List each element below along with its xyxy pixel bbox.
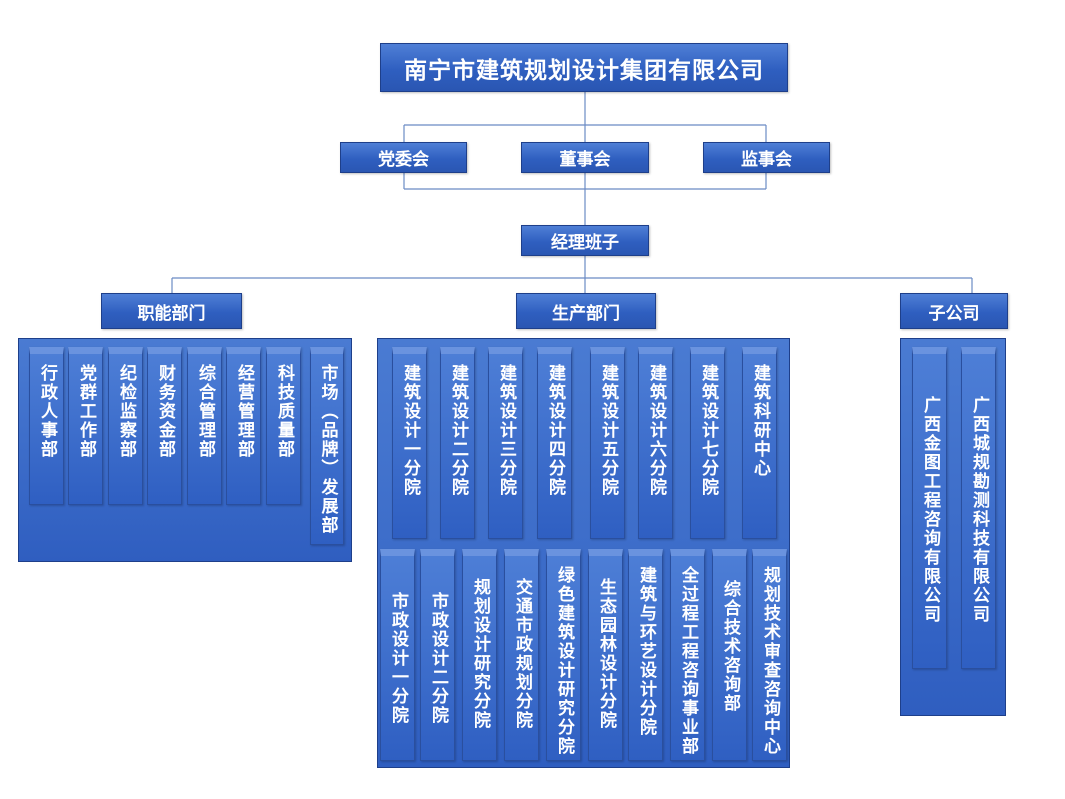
supervisory-board-box: 监事会 bbox=[703, 142, 830, 173]
production-dept-box: 生产部门 bbox=[516, 293, 656, 329]
company-title: 南宁市建筑规划设计集团有限公司 bbox=[380, 43, 788, 92]
production-row1-item: 建筑设计二分院 bbox=[440, 347, 475, 539]
functional-dept-box: 职能部门 bbox=[101, 293, 242, 329]
subsidiary-item: 广西城规勘测科技有限公司 bbox=[961, 347, 996, 669]
production-row1-item: 建筑设计四分院 bbox=[537, 347, 572, 539]
functional-item: 综合管理部 bbox=[187, 347, 222, 505]
functional-item: 市场（品牌）发展部 bbox=[310, 347, 344, 545]
management-box: 经理班子 bbox=[521, 225, 649, 256]
functional-item: 经营管理部 bbox=[226, 347, 261, 505]
functional-item: 财务资金部 bbox=[147, 347, 182, 505]
functional-item: 党群工作部 bbox=[68, 347, 103, 505]
subsidiary-item: 广西金图工程咨询有限公司 bbox=[912, 347, 947, 669]
production-row2-item: 市政设计二分院 bbox=[420, 549, 455, 761]
subsidiary-box: 子公司 bbox=[900, 293, 1008, 329]
production-row1-item: 建筑设计七分院 bbox=[690, 347, 725, 539]
production-row1-item: 建筑设计一分院 bbox=[392, 347, 427, 539]
production-row2-item: 全过程工程咨询事业部 bbox=[670, 549, 705, 761]
production-row2-item: 规划技术审查咨询中心 bbox=[752, 549, 787, 761]
production-row2-item: 综合技术咨询部 bbox=[712, 549, 747, 761]
functional-item: 纪检监察部 bbox=[108, 347, 143, 505]
production-row1-item: 建筑设计三分院 bbox=[488, 347, 523, 539]
functional-item: 行政人事部 bbox=[29, 347, 64, 505]
functional-item: 科技质量部 bbox=[266, 347, 301, 505]
production-row1-item: 建筑科研中心 bbox=[742, 347, 777, 539]
production-row2-item: 绿色建筑设计研究分院 bbox=[546, 549, 581, 761]
production-row2-item: 规划设计研究分院 bbox=[462, 549, 497, 761]
production-row2-item: 交通市政规划分院 bbox=[504, 549, 539, 761]
production-row1-item: 建筑设计五分院 bbox=[590, 347, 625, 539]
production-row1-item: 建筑设计六分院 bbox=[638, 347, 673, 539]
production-row2-item: 市政设计一分院 bbox=[380, 549, 415, 761]
production-row2-item: 建筑与环艺设计分院 bbox=[628, 549, 663, 761]
party-committee-box: 党委会 bbox=[340, 142, 467, 173]
board-of-directors-box: 董事会 bbox=[521, 142, 649, 173]
production-row2-item: 生态园林设计分院 bbox=[588, 549, 623, 761]
